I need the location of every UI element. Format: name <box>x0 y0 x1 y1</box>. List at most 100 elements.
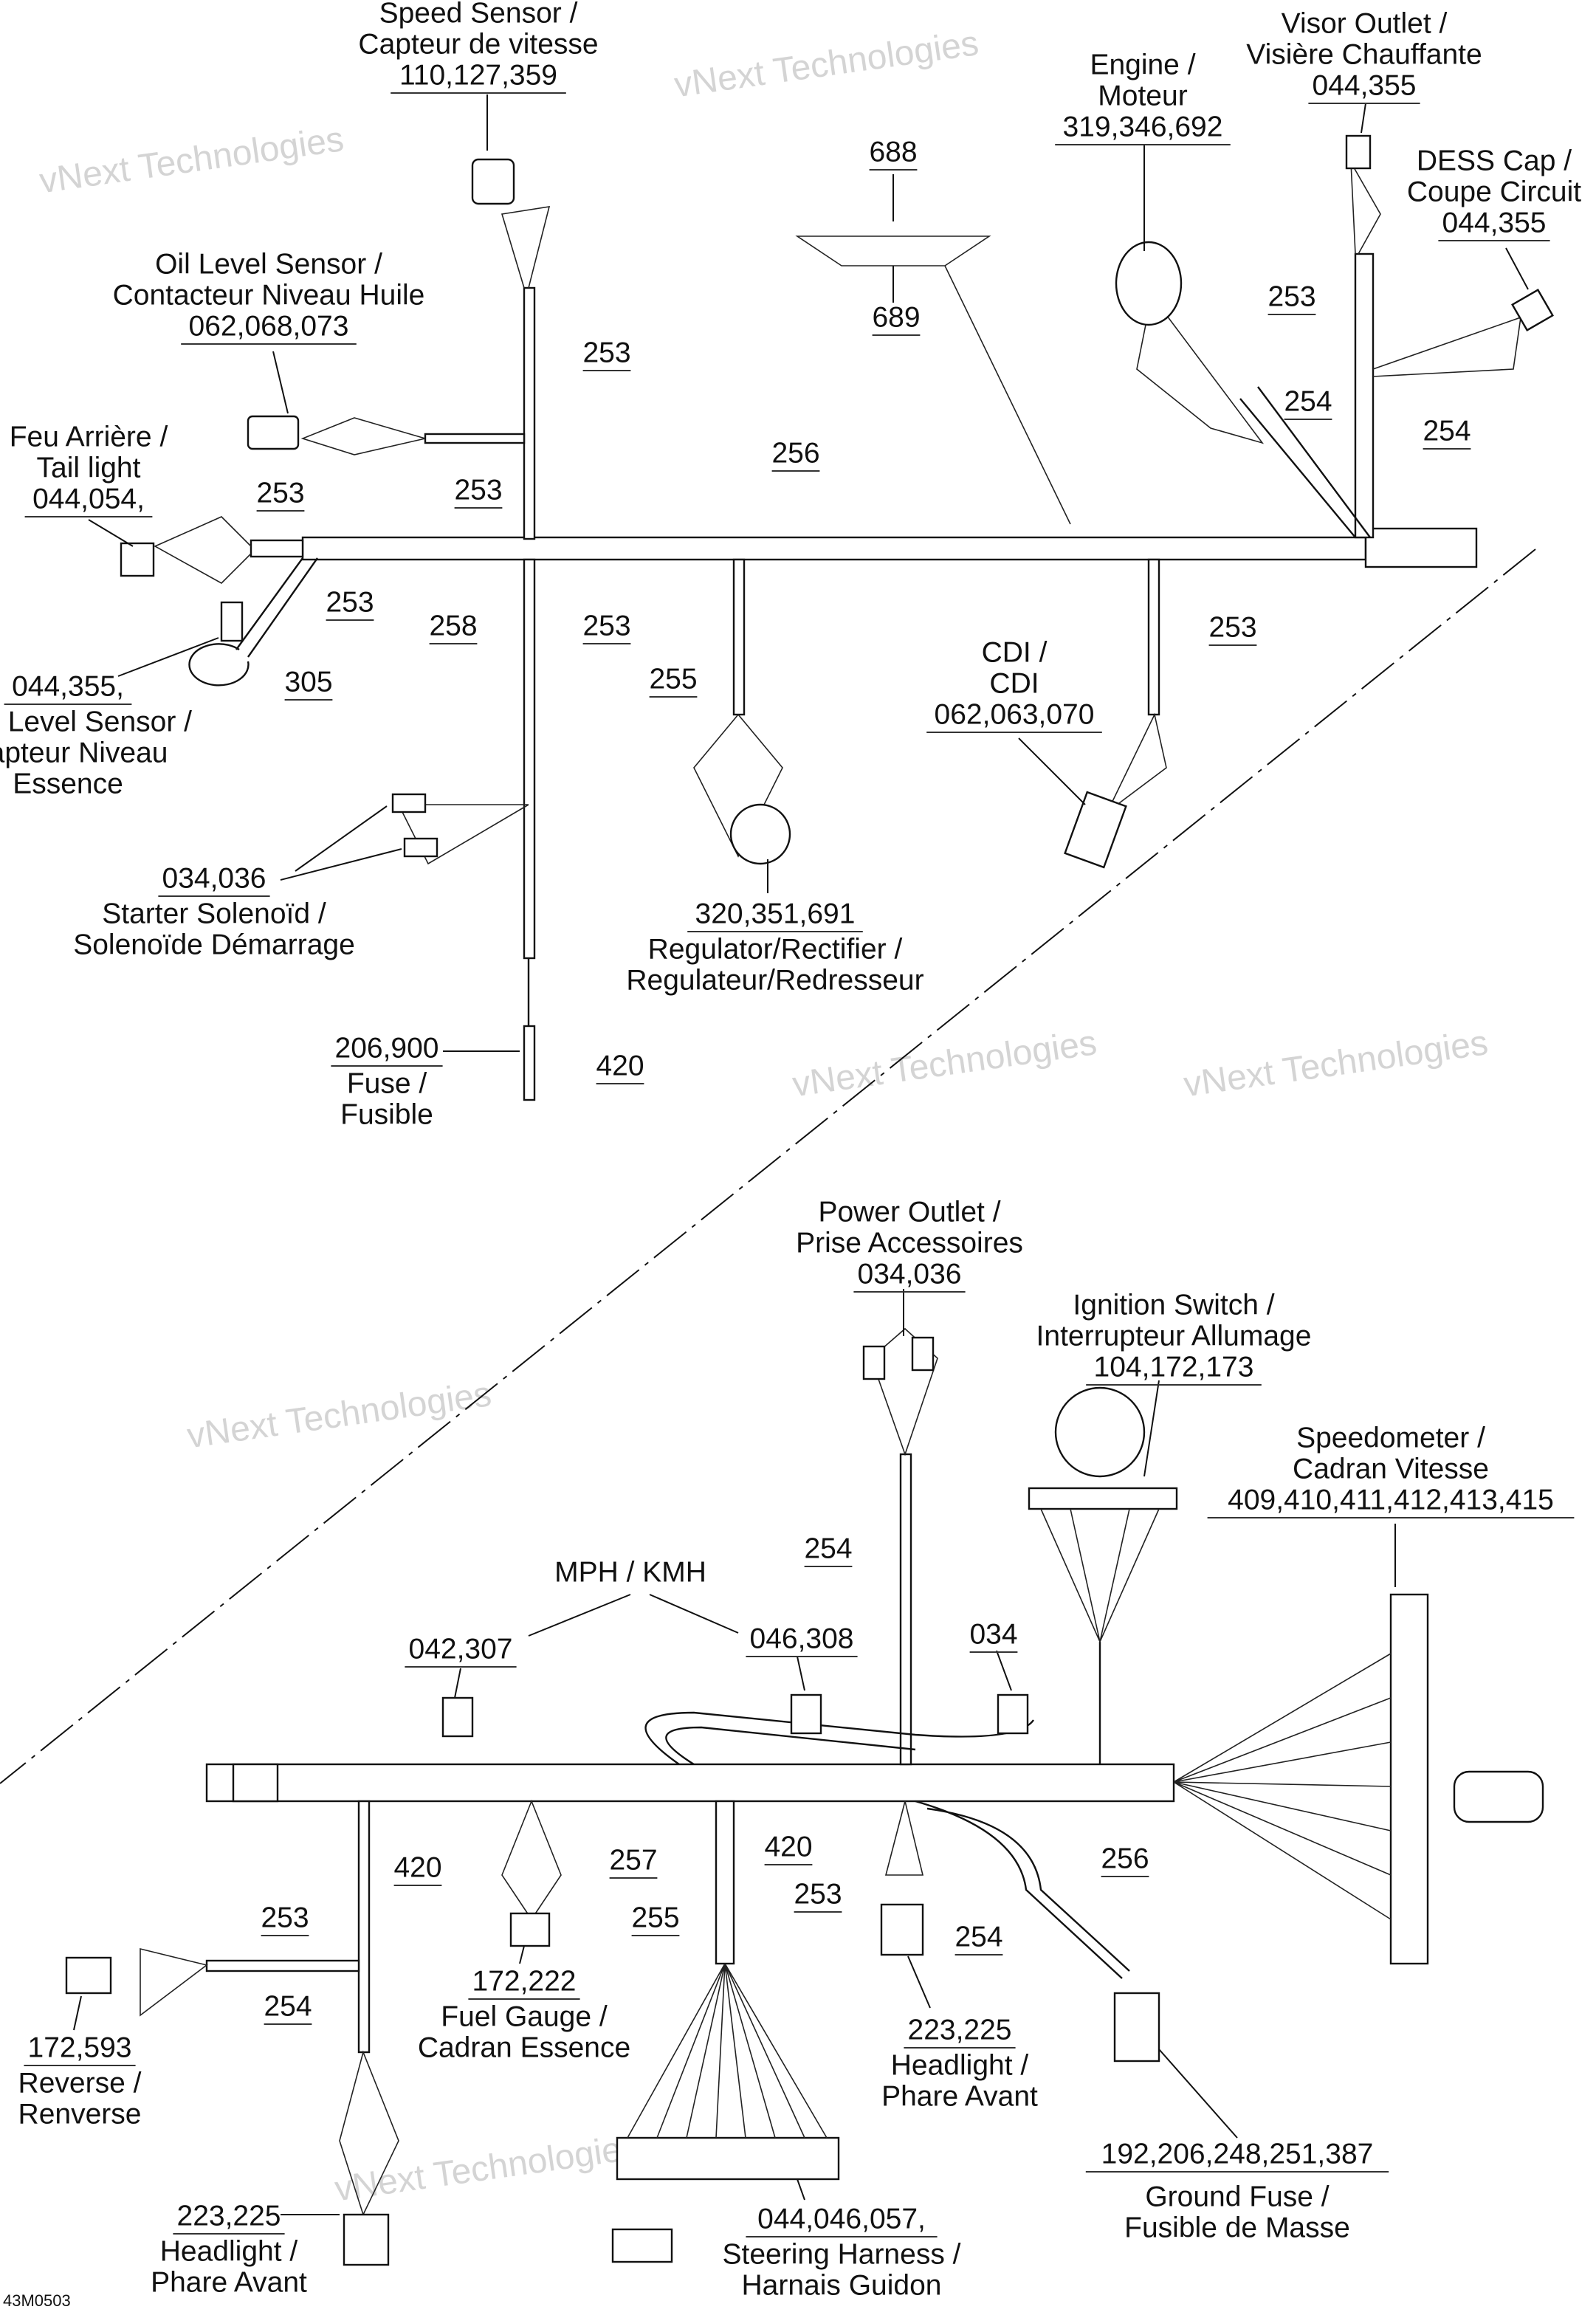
wire-reference: 420 <box>393 1851 441 1883</box>
component-label: Power Outlet / <box>818 1196 1000 1228</box>
ignition-connector <box>1028 1487 1178 1510</box>
part-numbers: 192,206,248,251,387 <box>1101 2138 1374 2170</box>
component-label: Headlight / <box>160 2235 298 2267</box>
wire-reference: 254 <box>954 1921 1002 1953</box>
part-numbers: 206,900 <box>335 1032 439 1064</box>
watermark: vNext Technologies <box>790 1023 1099 1104</box>
component-label: Speed Sensor / <box>379 0 578 29</box>
part-numbers: 223,225 <box>908 2014 1012 2046</box>
component-label: Phare Avant <box>151 2266 307 2298</box>
part-numbers: 062,063,070 <box>935 698 1095 730</box>
fuse-holder <box>523 1025 536 1101</box>
part-numbers: 104,172,173 <box>1094 1351 1254 1383</box>
ground-fuse-connector <box>1113 1992 1160 2063</box>
component-label: Steering Harness / <box>723 2238 961 2270</box>
wire-reference: 253 <box>256 477 304 509</box>
watermark: vNext Technologies <box>332 2127 642 2209</box>
wire-reference: 258 <box>429 610 477 641</box>
wire-reference: 253 <box>582 610 630 641</box>
harness-253-up <box>523 286 536 540</box>
steering-plug <box>611 2228 673 2263</box>
oil-sensor-connector <box>247 415 300 450</box>
part-numbers: 319,346,692 <box>1063 111 1223 142</box>
wire-reference: 253 <box>454 474 502 506</box>
wire-reference: 256 <box>1101 1843 1149 1874</box>
wire-reference: 420 <box>596 1050 644 1081</box>
wire-reference: 253 <box>582 337 630 368</box>
component-label: Prise Accessoires <box>796 1227 1023 1259</box>
part-numbers: 409,410,411,412,413,415 <box>1228 1484 1554 1516</box>
component-label: Ignition Switch / <box>1073 1289 1274 1321</box>
component-label: Visor Outlet / <box>1282 7 1448 39</box>
wire-reference: 257 <box>609 1844 657 1876</box>
wire-reference: 253 <box>1267 281 1315 312</box>
part-numbers: 044,355, <box>12 670 124 702</box>
mph-connector <box>441 1696 474 1738</box>
headlight-left-connector <box>343 2213 390 2266</box>
watermark: vNext Technologies <box>185 1375 494 1456</box>
component-label: Fusible de Masse <box>1124 2212 1350 2243</box>
component-label: Harnais Guidon <box>742 2269 942 2301</box>
component-label: CDI / <box>982 636 1048 668</box>
watermark: vNext Technologies <box>37 120 346 201</box>
power-outlet-connector-2 <box>911 1336 935 1372</box>
wire-reference: 254 <box>804 1533 852 1564</box>
component-label: Solenoïde Démarrage <box>73 929 355 960</box>
component-label: Engine / <box>1090 49 1195 80</box>
wire-reference: 420 <box>764 1831 812 1862</box>
part-callout: 042,307 <box>409 1633 513 1665</box>
component-label: Ground Fuse / <box>1145 2181 1329 2212</box>
tail-light-connector <box>120 542 155 577</box>
harness-253-rear <box>250 539 304 558</box>
engine-connector <box>1115 241 1183 326</box>
component-label: Renverse <box>18 2098 142 2130</box>
harness-end <box>1364 527 1478 568</box>
part-numbers: 320,351,691 <box>695 898 856 929</box>
part-callout: 034 <box>969 1618 1017 1650</box>
part-numbers: 223,225 <box>177 2200 281 2232</box>
watermark: vNext Technologies <box>1181 1023 1490 1104</box>
wire-reference: 253 <box>794 1878 842 1910</box>
component-label: Cadran Essence <box>418 2032 630 2063</box>
harness-253-down <box>523 558 536 960</box>
power-outlet-connector <box>862 1345 886 1380</box>
wire-reference: 255 <box>649 663 697 695</box>
wire-reference: 253 <box>261 1902 309 1933</box>
part-callout: 046,308 <box>750 1623 854 1654</box>
speedometer-plug <box>1453 1770 1544 1823</box>
component-label: Regulator/Rectifier / <box>648 933 903 965</box>
part-numbers: 044,046,057, <box>757 2203 926 2235</box>
wire-reference: 253 <box>326 586 374 618</box>
steering-connector <box>616 2136 840 2181</box>
component-label: Cadran Vitesse <box>1293 1453 1489 1485</box>
component-label: MPH / KMH <box>554 1556 706 1588</box>
component-label: Regulateur/Redresseur <box>626 964 923 996</box>
component-label: Moteur <box>1098 80 1187 111</box>
component-label: Headlight / <box>891 2049 1029 2081</box>
fuel-sensor-connector <box>220 601 244 642</box>
component-label: Fuse / <box>347 1067 427 1099</box>
part-numbers: 172,593 <box>28 2032 132 2063</box>
part-numbers: 044,054, <box>32 483 145 515</box>
part-numbers: 062,068,073 <box>189 310 349 342</box>
starter-solenoid-connector <box>391 793 427 813</box>
reverse-connector <box>65 1956 112 1995</box>
harness-lines <box>0 94 1554 2266</box>
component-label: Phare Avant <box>881 2080 1038 2112</box>
cdi-connector <box>1064 791 1127 869</box>
dess-connector <box>1511 289 1554 331</box>
split-line <box>0 548 1536 1784</box>
wire-reference: 305 <box>284 666 332 698</box>
part-numbers: 044,355 <box>1313 69 1417 101</box>
component-label: Fuel Gauge / <box>441 2001 608 2032</box>
part-callout: 688 <box>869 136 917 168</box>
component-label: Capteur de vitesse <box>358 28 598 60</box>
part-numbers: 034,036 <box>162 862 266 894</box>
speedometer-connector <box>1389 1593 1429 1965</box>
connector-034 <box>997 1693 1029 1735</box>
starter-solenoid-connector-2 <box>403 837 438 858</box>
component-label: CDI <box>989 667 1039 699</box>
speed-sensor-connector <box>471 158 515 205</box>
